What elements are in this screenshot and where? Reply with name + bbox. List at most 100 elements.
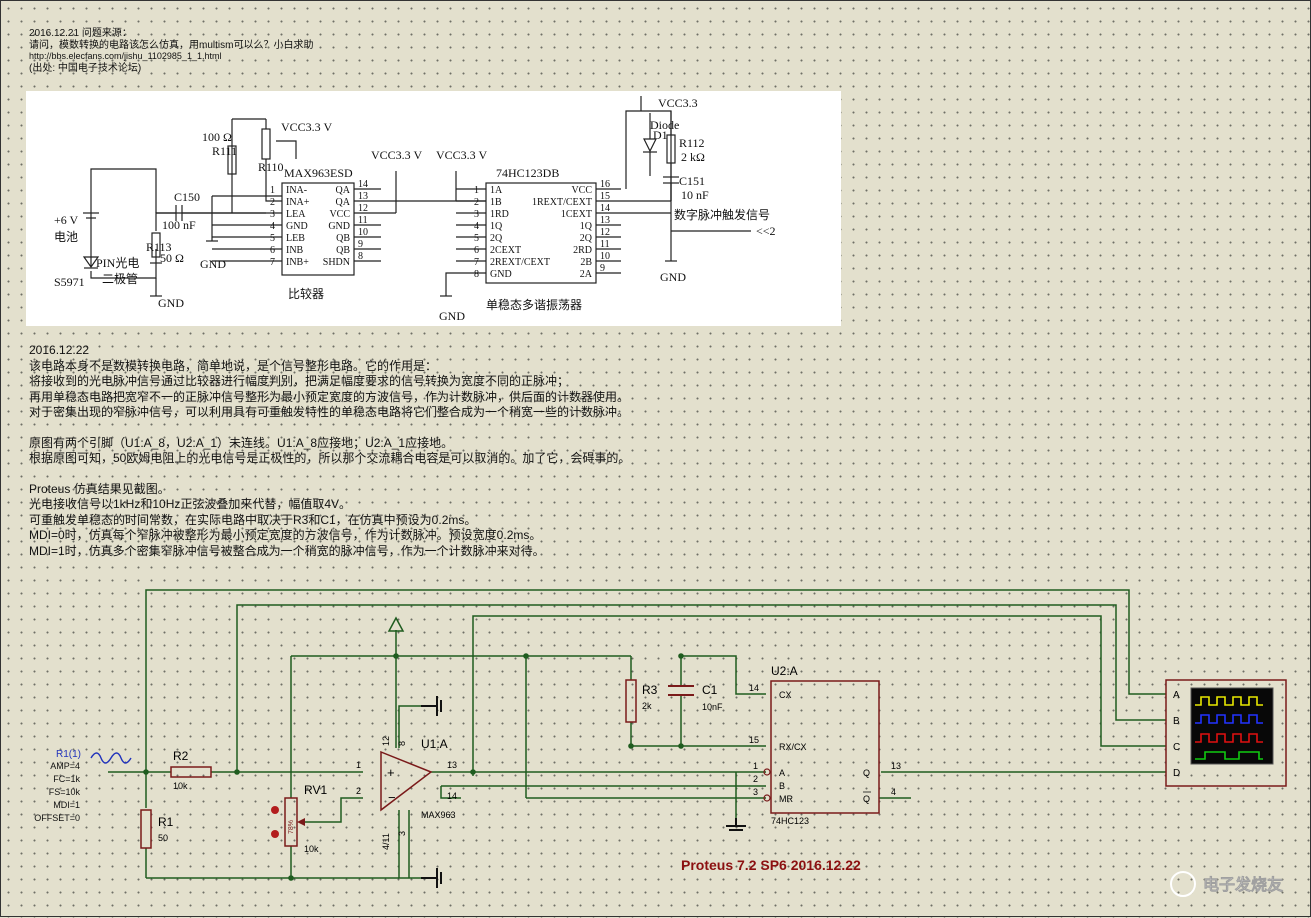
u2-pin-num: 4	[891, 787, 896, 797]
hc-pin-label: 2B	[580, 257, 592, 268]
junctions	[143, 653, 684, 881]
hc-pin-label: 2CEXT	[490, 245, 521, 256]
max-pin-label: QA	[336, 197, 351, 208]
gen-param: MDI=1	[53, 800, 80, 810]
max-pin-label: LEB	[286, 233, 305, 244]
photo-c151: C151	[679, 174, 705, 188]
scope-channel: B	[1173, 716, 1180, 727]
r1-resistor[interactable]	[140, 809, 152, 849]
photo-r113: R113	[146, 240, 172, 254]
hc-pin-num: 5	[474, 233, 479, 244]
photo-vcc3: VCC3.3 V	[436, 148, 487, 162]
r3-label: R3	[642, 683, 658, 697]
body-line: 根据原图可知，50欧姆电阻上的光电信号是正极性的，所以那个交流耦合电容是可以取消…	[29, 451, 631, 465]
photo-vcc4: VCC3.3	[658, 96, 698, 110]
max-pin-num: 7	[270, 257, 275, 268]
photo-r112v: 2 kΩ	[681, 150, 705, 164]
hc-pin-num: 8	[474, 269, 479, 280]
body-line: 该电路本身不是数模转换电路，简单地说，是个信号整形电路。它的作用是：	[29, 358, 438, 373]
r3-resistor[interactable]	[625, 679, 637, 723]
gen-param: FS=10k	[49, 787, 81, 797]
photo-hc-label: 74HC123DB	[496, 166, 559, 180]
footer-version: Proteus 7.2 SP6 2016.12.22	[681, 857, 861, 873]
photo-diode: Diode	[650, 118, 679, 132]
max-pin-label: INB	[286, 245, 304, 256]
hc-pin-num: 1	[474, 185, 479, 196]
photo-max-label: MAX963ESD	[284, 166, 353, 180]
max-pin-num: 3	[270, 209, 275, 220]
body-line: 再用单稳态电路把宽窄不一的正脉冲信号整形为最小预定宽度的方波信号，作为计数脉冲，…	[29, 389, 630, 404]
header-date: 2016.12.21	[29, 28, 80, 39]
u2-pin-label: Q	[863, 768, 870, 778]
photo-gnd-1: GND	[158, 296, 184, 310]
hc-pin-num: 12	[600, 227, 610, 238]
u2-pin-num: 1	[753, 761, 758, 771]
u1-comparator[interactable]	[380, 750, 433, 812]
photo-c150: C150	[174, 190, 200, 204]
hc-pin-num: 13	[600, 215, 610, 226]
hc-pin-label: 2RD	[573, 245, 592, 256]
hc-pin-label: 2Q	[580, 233, 593, 244]
max-pin-num: 9	[358, 239, 363, 250]
watermark: 电子发烧友	[1203, 875, 1284, 894]
body-line: Proteus 仿真结果见截图。	[29, 481, 170, 496]
rv1-down-button[interactable]	[271, 830, 279, 838]
hc-pin-num: 6	[474, 245, 479, 256]
photo-gnd-3: GND	[439, 309, 465, 323]
hc-pin-label: 2REXT/CEXT	[490, 257, 550, 268]
hc-pin-label: 1Q	[490, 221, 503, 232]
u2-pin-num: 15	[749, 735, 759, 745]
photo-r100: 100 Ω	[202, 130, 232, 144]
r2-resistor[interactable]	[170, 766, 212, 778]
photo-batt: +6 V	[54, 213, 79, 227]
r3-value: 2k	[642, 701, 652, 711]
max-pin-label: INA-	[286, 185, 307, 196]
hc123-pins: 1A1B1RD1Q2Q2CEXT2REXT/CEXTGNDVCC1REXT/CE…	[474, 179, 610, 280]
u2-label: U2:A	[771, 664, 798, 678]
photo-pin2: 二极管	[102, 271, 138, 286]
r1-value: 50	[158, 833, 168, 843]
hc-pin-num: 10	[600, 251, 610, 262]
hc-pin-label: GND	[490, 269, 512, 280]
hc-pin-label: 1CEXT	[561, 209, 592, 220]
u2-pin-label: B	[779, 781, 785, 791]
max-pin-num: 6	[270, 245, 275, 256]
max-pin-label: QB	[336, 233, 350, 244]
hc-pin-num: 7	[474, 257, 479, 268]
body-line: 光电接收信号以1kHz和10Hz正弦波叠加来代替，幅值取4V。	[29, 497, 352, 511]
hc-pin-num: 16	[600, 179, 610, 190]
body-line: MDI=1时，仿真多个密集窄脉冲信号被整合成为一个稍宽的脉冲信号，作为一个计数脉…	[29, 543, 545, 558]
max-pin-num: 5	[270, 233, 275, 244]
gen-param: FC=1k	[53, 774, 80, 784]
scope-screen	[1190, 687, 1274, 765]
photo-r113v: 50 Ω	[160, 251, 184, 265]
source-url[interactable]: http://bbs.elecfans.com/jishu_1102985_1_…	[29, 51, 222, 61]
c1-value: 10nF	[702, 702, 723, 712]
question-text: 请问，模数转换的电路该怎么仿真，用multism可以么？小白求助	[29, 39, 314, 51]
original-circuit-image: 100 Ω R111 VCC3.3 V R110 MAX963ESD VCC3.…	[26, 91, 841, 326]
max-pin-num: 10	[358, 227, 368, 238]
explanation-block: 2016.12.22 该电路本身不是数模转换电路，简单地说，是个信号整形电路。它…	[29, 343, 630, 559]
photo-r110: R110	[258, 160, 284, 174]
max963-pins: INA-INA+LEAGNDLEBINBINB+QAQAVCCGNDQBQBSH…	[270, 179, 368, 268]
plus-sign: +	[387, 765, 395, 780]
photo-trigger: 数字脉冲触发信号	[674, 207, 770, 222]
rv1-up-button[interactable]	[271, 806, 279, 814]
hc-pin-num: 9	[600, 263, 605, 274]
gen-name: R1(1)	[56, 749, 81, 760]
u2-monostable[interactable]	[770, 680, 880, 814]
oscilloscope[interactable]	[1165, 679, 1287, 787]
date-2: 2016.12.22	[29, 343, 90, 357]
max-pin-label: SHDN	[323, 257, 350, 268]
sine-source-icon[interactable]	[90, 752, 132, 764]
hc-pin-num: 2	[474, 197, 479, 208]
body-line: 可重触发单稳态的时间常数，在实际电路中取决于R3和C1，在仿真中预设为0.2ms…	[29, 512, 477, 527]
header-block: 2016.12.21 问题来源： 请问，模数转换的电路该怎么仿真，用multis…	[29, 28, 313, 74]
hc-pin-label: 1REXT/CEXT	[532, 197, 592, 208]
u1-pin: 1	[356, 760, 361, 770]
scope-channel: A	[1173, 690, 1180, 701]
photo-vcc1: VCC3.3 V	[281, 120, 332, 134]
max-pin-label: INB+	[286, 257, 309, 268]
u2-pin-num: 13	[891, 761, 901, 771]
